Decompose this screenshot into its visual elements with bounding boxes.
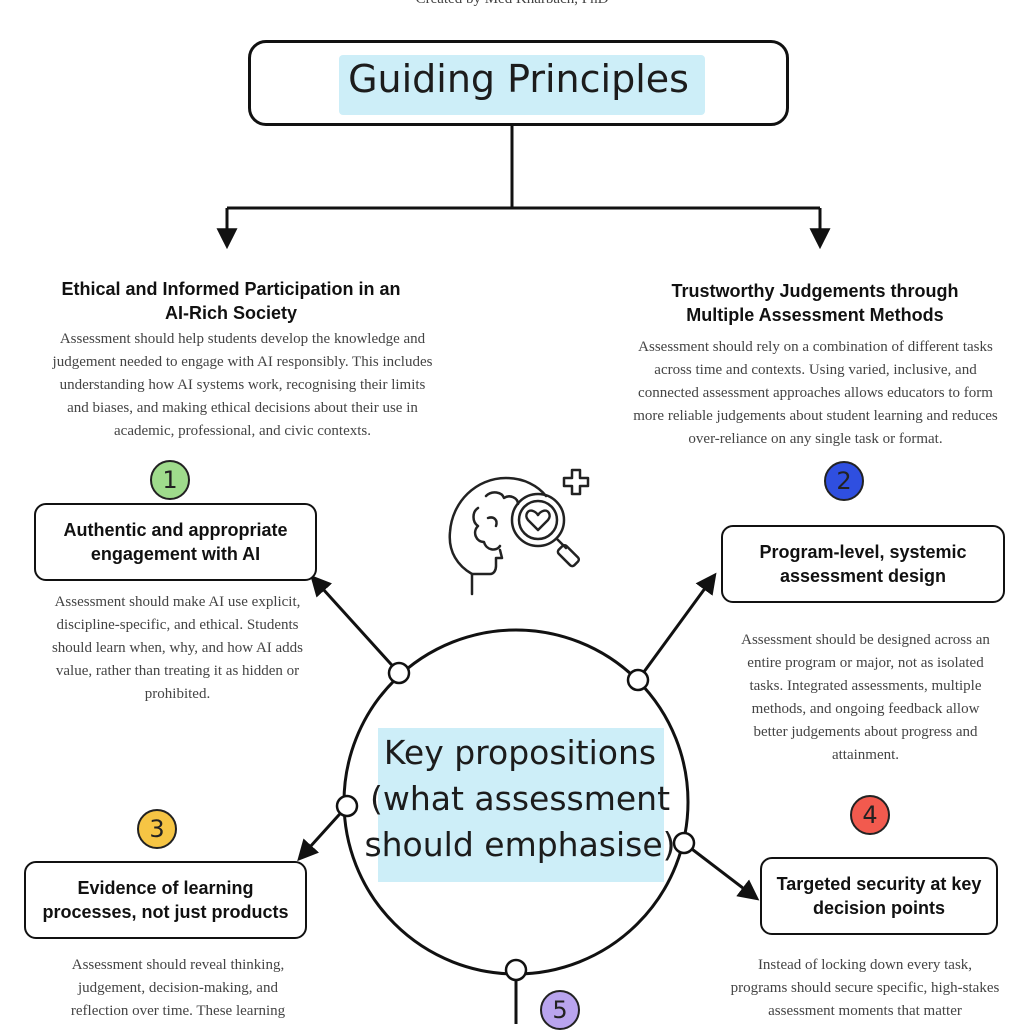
principle-text-trustworthy: Assessment should rely on a combination …: [633, 339, 998, 447]
proposition-text-3: Assessment should reveal thinking, judge…: [70, 957, 286, 1019]
badge-3: 3: [137, 809, 177, 849]
proposition-arrows: [297, 572, 760, 1024]
circle-nodes: [335, 661, 696, 982]
brain-heart-magnifier-icon: [442, 466, 592, 598]
badge-4-number: 4: [862, 801, 878, 829]
badge-5: 5: [540, 990, 580, 1030]
proposition-box-1: Authentic and appropriate engagement wit…: [34, 503, 317, 581]
title-tree-lines: [216, 122, 831, 250]
principle-heading-ethical: Ethical and Informed Participation in an…: [61, 279, 401, 323]
page-title: Guiding Principles: [348, 57, 689, 101]
badge-3-number: 3: [149, 815, 165, 843]
proposition-text-4: Instead of locking down every task, prog…: [730, 957, 1000, 1019]
principle-text-ethical: Assessment should help students develop …: [52, 331, 433, 439]
badge-2-number: 2: [836, 467, 852, 495]
proposition-text-1: Assessment should make AI use explicit, …: [51, 594, 304, 702]
proposition-box-3: Evidence of learning processes, not just…: [24, 861, 307, 939]
author-credit: Created by Med Kharbach, PhD: [0, 0, 1024, 8]
badge-5-number: 5: [552, 996, 568, 1024]
center-highlight: [378, 728, 664, 882]
center-label: Key propositions (what assessment should…: [364, 733, 676, 864]
title-highlight: [339, 55, 705, 115]
badge-4: 4: [850, 795, 890, 835]
principle-heading-trustworthy: Trustworthy Judgements through Multiple …: [671, 281, 959, 325]
badge-1-number: 1: [162, 466, 178, 494]
title-box: Guiding Principles: [248, 40, 789, 126]
proposition-box-4: Targeted security at key decision points: [760, 857, 998, 935]
badge-1: 1: [150, 460, 190, 500]
badge-2: 2: [824, 461, 864, 501]
proposition-text-2: Assessment should be designed across an …: [741, 632, 990, 763]
proposition-box-2: Program-level, systemic assessment desig…: [721, 525, 1005, 603]
